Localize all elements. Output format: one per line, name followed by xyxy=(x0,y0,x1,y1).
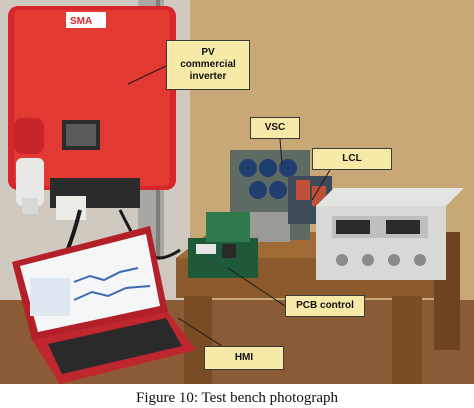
vsc-label: VSC xyxy=(250,117,300,139)
pv-inverter-label: PV commercial inverter xyxy=(166,40,250,90)
wall-socket xyxy=(14,118,86,220)
power-supply xyxy=(316,188,464,280)
inverter-brand-logo: SMA xyxy=(70,16,92,27)
test-bench-photograph: SMA xyxy=(0,0,474,384)
laptop-screen-plot xyxy=(30,278,70,316)
pcb-control-board xyxy=(188,212,258,278)
hmi-label: HMI xyxy=(204,346,284,370)
pv-inverter: SMA xyxy=(8,6,176,208)
callout-leader-lines xyxy=(127,65,331,347)
figure-caption: Figure 10: Test bench photograph xyxy=(136,390,338,406)
pcb-control-label: PCB control xyxy=(285,295,365,317)
laptop-hmi xyxy=(12,226,196,384)
lcl-label: LCL xyxy=(312,148,392,170)
